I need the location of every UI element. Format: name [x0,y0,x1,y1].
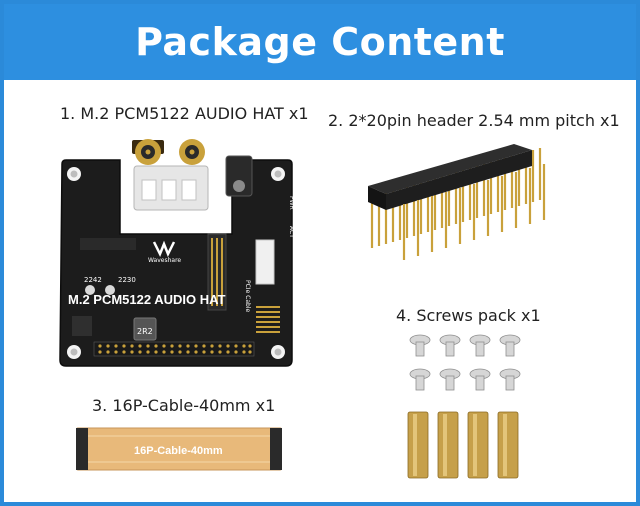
page-title: Package Content [135,20,505,64]
inductor-label: 2R2 [137,327,153,336]
item-label-audio-hat: 1. M.2 PCM5122 AUDIO HAT x1 [60,104,309,123]
audio-hat-board-image: Waveshare 2242 2230 M.2 PCM5122 AUDIO HA… [59,139,295,367]
board-name-label: M.2 PCM5122 AUDIO HAT [68,292,226,307]
item-label-screws-pack: 4. Screws pack x1 [396,306,541,325]
code-b-label: 2230 [118,276,136,284]
pin-header-image [368,144,546,260]
flex-cable-image: 16P-Cable-40mm [76,427,282,471]
act-label: ACT [288,226,295,238]
pwr-label: PWR [288,196,295,210]
cable-label: 16P-Cable-40mm [134,445,223,457]
item-label-cable: 3. 16P-Cable-40mm x1 [92,396,276,415]
pcie-cable-label: PCIe Cable [244,280,251,313]
brand-label: Waveshare [148,257,181,264]
screws-pack-image [407,334,521,479]
item-label-pin-header: 2. 2*20pin header 2.54 mm pitch x1 [328,111,620,130]
code-a-label: 2242 [84,276,102,284]
title-banner: Package Content [4,4,636,80]
